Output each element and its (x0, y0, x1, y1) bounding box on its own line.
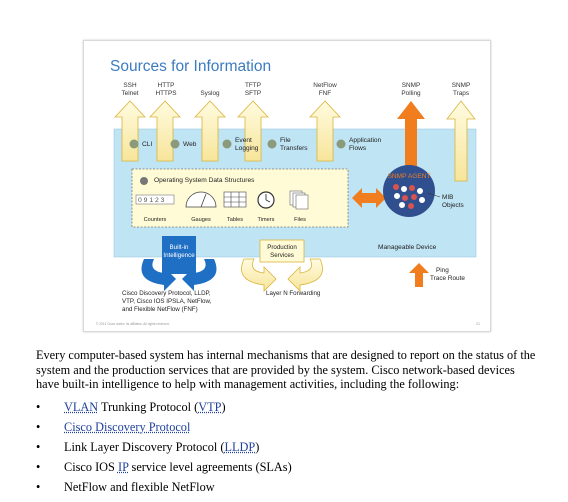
tables-icon (223, 191, 247, 208)
glossary-link[interactable]: LLDP (224, 440, 256, 454)
svg-text:Layer N Forwarding: Layer N Forwarding (266, 290, 321, 297)
svg-text:Cisco Discovery Protocol, LLDP: Cisco Discovery Protocol, LLDP, (122, 290, 211, 297)
service-event: Logging (235, 145, 259, 152)
bullet: • (36, 460, 41, 474)
top-label: Traps (453, 90, 469, 97)
svg-text:Production: Production (267, 244, 297, 251)
production-arrow-left (241, 258, 277, 292)
bottom-labels: Cisco Discovery Protocol, LLDP, VTP, Cis… (122, 290, 321, 313)
bullet: • (36, 420, 41, 434)
mib-label: MIB (442, 194, 453, 201)
outbound-arrows (114, 100, 341, 162)
intro-paragraph: Every computer-based system has internal… (36, 348, 536, 392)
top-label: Syslog (200, 90, 220, 97)
production-box (259, 239, 305, 263)
top-label: HTTP (158, 82, 175, 89)
top-label: Telnet (121, 90, 138, 97)
list-item: • NetFlow and flexible NetFlow (36, 477, 292, 497)
manageable-device-label: Manageable Device (378, 244, 437, 251)
bullet: • (36, 480, 41, 494)
top-label: NetFlow (313, 82, 337, 89)
arrow-syslog (194, 100, 226, 162)
structure-labels: Counters Gauges Tables Timers Files (144, 217, 306, 223)
service-file: Transfers (280, 145, 308, 152)
service-web: Web (183, 141, 197, 148)
protocol-labels: SSH Telnet HTTP HTTPS Syslog TFTP SFTP N… (121, 82, 470, 97)
top-label: SNMP (452, 82, 470, 89)
svg-text:Tables: Tables (227, 217, 243, 223)
svg-text:and Flexible NetFlow (FNF): and Flexible NetFlow (FNF) (122, 306, 198, 313)
top-label: TFTP (245, 82, 261, 89)
agent-data-arrow (352, 188, 386, 208)
svg-text:VTP, Cisco IOS IPSLA, NetFlow,: VTP, Cisco IOS IPSLA, NetFlow, (122, 298, 212, 305)
list-item: • Link Layer Discovery Protocol (LLDP) (36, 437, 292, 457)
page-number: 21 (476, 322, 480, 326)
svg-text:Built-in: Built-in (170, 244, 189, 251)
counter-box (135, 194, 175, 205)
service-cli: CLI (142, 141, 152, 148)
svg-text:Counters: Counters (144, 217, 167, 223)
os-box-title: Operating System Data Structures (154, 177, 255, 184)
top-label: FNF (319, 90, 332, 97)
files-icon (289, 190, 309, 210)
glossary-link[interactable]: VTP (198, 400, 222, 414)
arrow-snmp-polling (397, 101, 425, 181)
mib-label: Objects (442, 202, 464, 209)
arrow-netflow (309, 100, 341, 162)
top-label: Polling (401, 90, 421, 97)
service-row: CLI Web Event Logging File Transfers App… (129, 137, 382, 152)
arrow-snmp-traps (446, 100, 476, 182)
counter-digits: 0 9 1 2 3 (138, 197, 165, 204)
svg-text:Ping: Ping (436, 267, 449, 274)
glossary-link[interactable]: VLAN (64, 400, 99, 414)
mib-dots (393, 184, 425, 209)
slide-diagram: Sources for Information SSH Telnet HTTP … (83, 40, 491, 332)
ping-arrow (409, 263, 429, 287)
svg-text:Intelligence: Intelligence (163, 252, 195, 259)
top-label: HTTPS (156, 90, 177, 97)
builtin-box (162, 236, 196, 274)
list-item: • Cisco IOS IP service level agreements … (36, 457, 292, 477)
service-event: Event (235, 137, 252, 144)
top-label: SNMP (402, 82, 420, 89)
builtin-arrow-right (182, 259, 217, 291)
slide-title: Sources for Information (110, 58, 271, 75)
service-app: Flows (349, 145, 367, 152)
builtin-arrow-left (141, 259, 176, 291)
service-file: File (280, 137, 291, 144)
svg-text:Files: Files (294, 217, 306, 223)
list-item: • VLAN Trunking Protocol (VTP) (36, 397, 292, 417)
top-label: SFTP (245, 90, 261, 97)
gauge-icon (185, 191, 217, 208)
svg-text:Services: Services (270, 252, 294, 259)
snmp-agent-label: SNMP AGENT (387, 173, 430, 180)
sources-diagram: Sources for Information SSH Telnet HTTP … (96, 58, 480, 326)
bullet-list: • VLAN Trunking Protocol (VTP) • Cisco D… (36, 397, 292, 497)
glossary-link[interactable]: Cisco Discovery Protocol (64, 420, 191, 434)
list-item: • Cisco Discovery Protocol (36, 417, 292, 437)
service-app: Application (349, 137, 382, 144)
arrow-tftp (237, 100, 269, 162)
svg-text:Gauges: Gauges (191, 217, 211, 223)
production-arrow-right (287, 258, 323, 292)
svg-text:Timers: Timers (258, 217, 275, 223)
bullet: • (36, 440, 41, 454)
snmp-agent (383, 165, 435, 217)
glossary-link[interactable]: IP (117, 460, 129, 474)
top-label: SSH (123, 82, 137, 89)
bullet: • (36, 400, 41, 414)
svg-text:Trace Route: Trace Route (430, 275, 465, 282)
copyright: © 2013 Cisco and/or its affiliates. All … (96, 322, 170, 326)
